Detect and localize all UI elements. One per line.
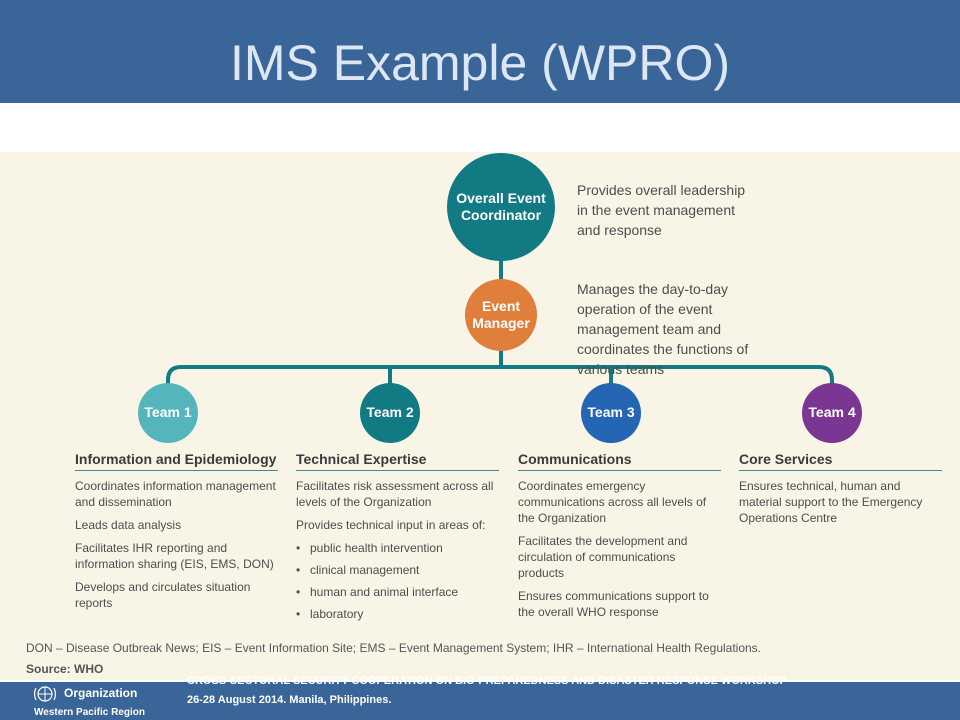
team-2-node: Team 2 — [360, 383, 420, 443]
team-1-item: Coordinates information management and d… — [75, 479, 276, 509]
region-name: Western Pacific Region — [34, 707, 145, 718]
team-2-column: Technical Expertise Facilitates risk ass… — [296, 451, 499, 628]
abbreviations-note: DON – Disease Outbreak News; EIS – Event… — [26, 641, 762, 655]
connector-team-bar — [166, 365, 834, 385]
team-4-column: Core Services Ensures technical, human a… — [739, 451, 942, 533]
team-1-item: Develops and circulates situation report… — [75, 580, 251, 610]
team-3-node: Team 3 — [581, 383, 641, 443]
source-line: Source: WHO — [26, 662, 103, 676]
team-3-item: Ensures communications support to the ov… — [518, 589, 709, 619]
team-4-item: Ensures technical, human and material su… — [739, 479, 923, 525]
team-2-heading: Technical Expertise — [296, 451, 499, 471]
title-bar — [0, 0, 960, 103]
team-4-heading: Core Services — [739, 451, 942, 471]
team-4-node: Team 4 — [802, 383, 862, 443]
page-title: IMS Example (WPRO) — [229, 35, 731, 91]
event-manager-node: Event Manager — [465, 279, 537, 351]
team-3-item: Facilitates the development and circulat… — [518, 534, 688, 580]
footer-bar — [0, 682, 960, 720]
team-1-column: Information and Epidemiology Coordinates… — [75, 451, 278, 618]
event-manager-description: Manages the day-to-day operation of the … — [577, 281, 749, 377]
source-label: Source: — [26, 662, 71, 676]
team-1-heading: Information and Epidemiology — [75, 451, 278, 471]
overall-coordinator-node: Overall Event Coordinator — [447, 153, 555, 261]
team-3-heading: Communications — [518, 451, 721, 471]
team-2-item: Provides technical input in areas of: — [296, 518, 486, 532]
team-1-item: Leads data analysis — [75, 518, 182, 532]
team-2-bullet: clinical management — [296, 562, 499, 578]
workshop-dates: 26-28 August 2014. Manila, Philippines. — [187, 694, 392, 706]
team-2-item: Facilitates risk assessment across all l… — [296, 479, 494, 509]
organization-name: Organization — [64, 686, 138, 700]
team-1-item: Facilitates IHR reporting and informatio… — [75, 541, 274, 571]
team-1-node: Team 1 — [138, 383, 198, 443]
source-value: WHO — [74, 662, 104, 676]
workshop-title: CROSS-SECTORAL SECURITY COOPERATION ON B… — [187, 675, 787, 687]
team-2-bullet: laboratory — [296, 606, 499, 622]
un-emblem-icon — [33, 686, 57, 702]
overall-coordinator-description: Provides overall leadership in the event… — [577, 182, 746, 238]
team-2-bullet: public health intervention — [296, 540, 499, 556]
team-2-bullet: human and animal interface — [296, 584, 499, 600]
team-3-item: Coordinates emergency communications acr… — [518, 479, 707, 525]
team-3-column: Communications Coordinates emergency com… — [518, 451, 721, 627]
